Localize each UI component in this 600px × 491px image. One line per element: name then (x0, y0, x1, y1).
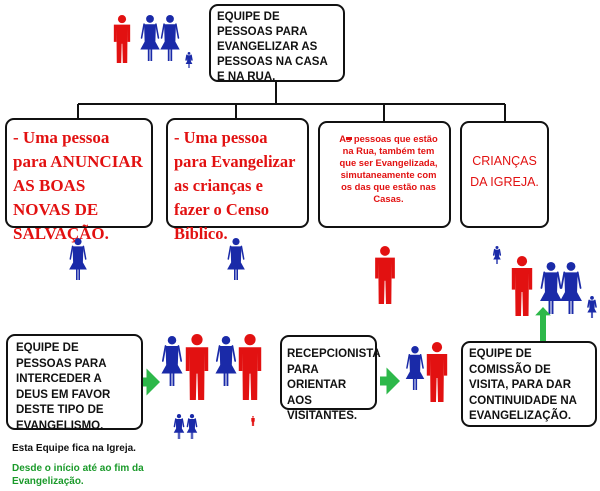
street-people-text: As pessoas que estão na Rua, também tem … (339, 133, 438, 204)
people-figures (69, 15, 597, 439)
person-male-icon (375, 246, 395, 304)
connector-lines (77, 82, 506, 121)
receptionist-text: RECEPCIONISTA PARA ORIENTAR AOS VISITANT… (287, 348, 381, 422)
person-female-icon (173, 414, 185, 439)
person-female-icon (69, 238, 87, 280)
person-female-icon (185, 52, 193, 68)
team-evangelize-box: EQUIPE DE PESSOAS PARA EVANGELIZAR AS PE… (209, 4, 345, 83)
intercession-box: EQUIPE DE PESSOAS PARA INTERCEDER A DEUS… (6, 334, 143, 432)
person-female-icon (560, 262, 582, 314)
dash-icon (346, 137, 352, 140)
announce-text: - Uma pessoa para ANUNCIAR AS BOAS NOVAS… (13, 128, 143, 243)
green-arrow-icon (380, 367, 400, 395)
person-male-icon (185, 334, 209, 400)
church-team-note: Esta Equipe fica na Igreja. (12, 443, 136, 454)
person-female-icon (140, 15, 160, 61)
visit-commission-box: EQUIPE DE COMISSÃO DE VISITA, PARA DAR C… (461, 341, 597, 427)
church-children-text: CRIANÇAS DA IGREJA. (470, 154, 539, 189)
person-male-icon (113, 15, 131, 64)
church-children-box: CRIANÇAS DA IGREJA. (460, 121, 549, 228)
person-female-icon (160, 15, 180, 61)
announce-box: - Uma pessoa para ANUNCIAR AS BOAS NOVAS… (5, 118, 153, 243)
flow-arrows (140, 307, 551, 396)
person-male-icon (251, 416, 255, 426)
person-female-icon (186, 414, 198, 439)
person-male-icon (238, 334, 262, 400)
person-female-icon (161, 336, 183, 386)
person-female-icon (540, 262, 562, 314)
person-male-icon (511, 256, 533, 316)
receptionist-box: RECEPCIONISTA PARA ORIENTAR AOS VISITANT… (280, 335, 380, 422)
intercession-text: EQUIPE DE PESSOAS PARA INTERCEDER A DEUS… (16, 342, 111, 432)
evangelize-children-text: - Uma pessoa para Evangelizar as criança… (174, 128, 296, 243)
person-female-icon (215, 336, 237, 386)
person-female-icon (492, 246, 502, 264)
duration-note: Desde o início até ao fim da Evangelizaç… (12, 463, 144, 487)
evangelize-children-box: - Uma pessoa para Evangelizar as criança… (166, 118, 309, 243)
visit-commission-text: EQUIPE DE COMISSÃO DE VISITA, PARA DAR C… (469, 348, 577, 422)
team-evangelize-text: EQUIPE DE PESSOAS PARA EVANGELIZAR AS PE… (217, 11, 328, 83)
person-male-icon (426, 342, 448, 402)
person-female-icon (227, 238, 245, 280)
green-arrow-icon (535, 307, 551, 341)
person-female-icon (405, 346, 425, 390)
green-arrow-icon (140, 368, 160, 396)
person-female-icon (587, 296, 597, 318)
street-people-box: As pessoas que estão na Rua, também tem … (318, 121, 451, 228)
